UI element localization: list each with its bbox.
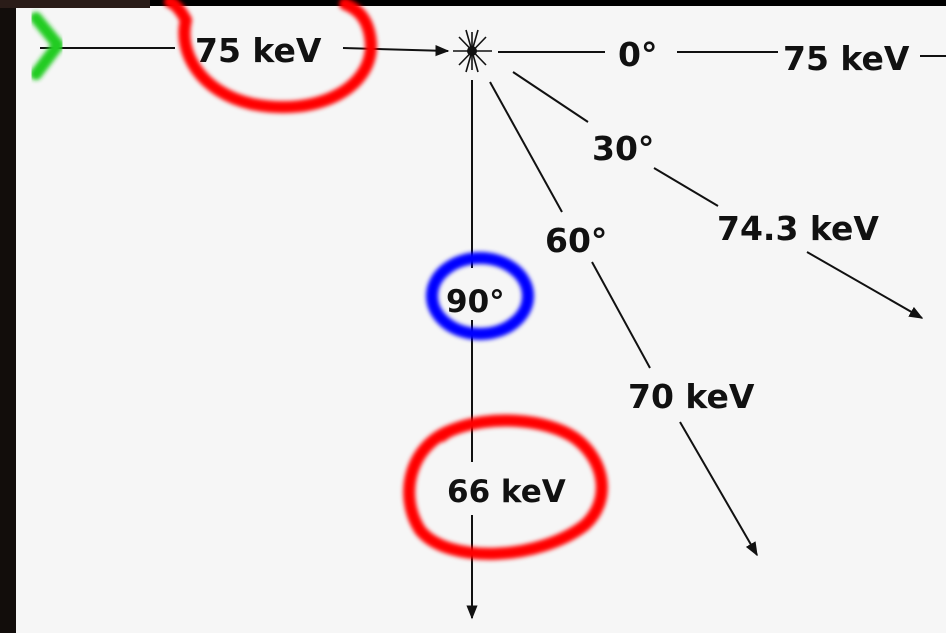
paper-background: [12, 5, 946, 633]
corner-shadow: [0, 0, 150, 8]
scatter-line-60deg-b: [591, 261, 651, 369]
incident-beam-arrow: [342, 45, 450, 57]
energy-label-60deg: 70 keV: [628, 377, 755, 416]
scatter-line-60deg-a: [489, 81, 563, 213]
angle-label-0deg: 0°: [618, 35, 657, 74]
angle-label-60deg: 60°: [545, 221, 607, 260]
scatter-line-30deg-a: [512, 71, 589, 123]
angle-label-90deg: 90°: [446, 284, 505, 320]
energy90-red-circle: [403, 414, 608, 560]
scatter-line-60deg-c: [679, 421, 758, 557]
left-dark-edge: [0, 0, 16, 633]
scattering-point: [453, 29, 492, 73]
energy-label-90deg: 66 keV: [447, 474, 566, 510]
green-pointer-mark: [30, 12, 64, 80]
scatter-line-30deg-b: [653, 167, 719, 207]
energy-label-0deg: 75 keV: [783, 39, 910, 78]
incident-energy-label: 75 keV: [195, 31, 322, 70]
incident-energy-red-circle: [164, 0, 378, 114]
energy-label-30deg-visible: 74.3 keV: [717, 209, 879, 248]
scatter-line-30deg-c: [806, 251, 924, 319]
angle90-blue-circle: [426, 252, 534, 340]
angle-label-30deg: 30°: [592, 129, 654, 168]
top-dark-edge: [0, 0, 946, 6]
